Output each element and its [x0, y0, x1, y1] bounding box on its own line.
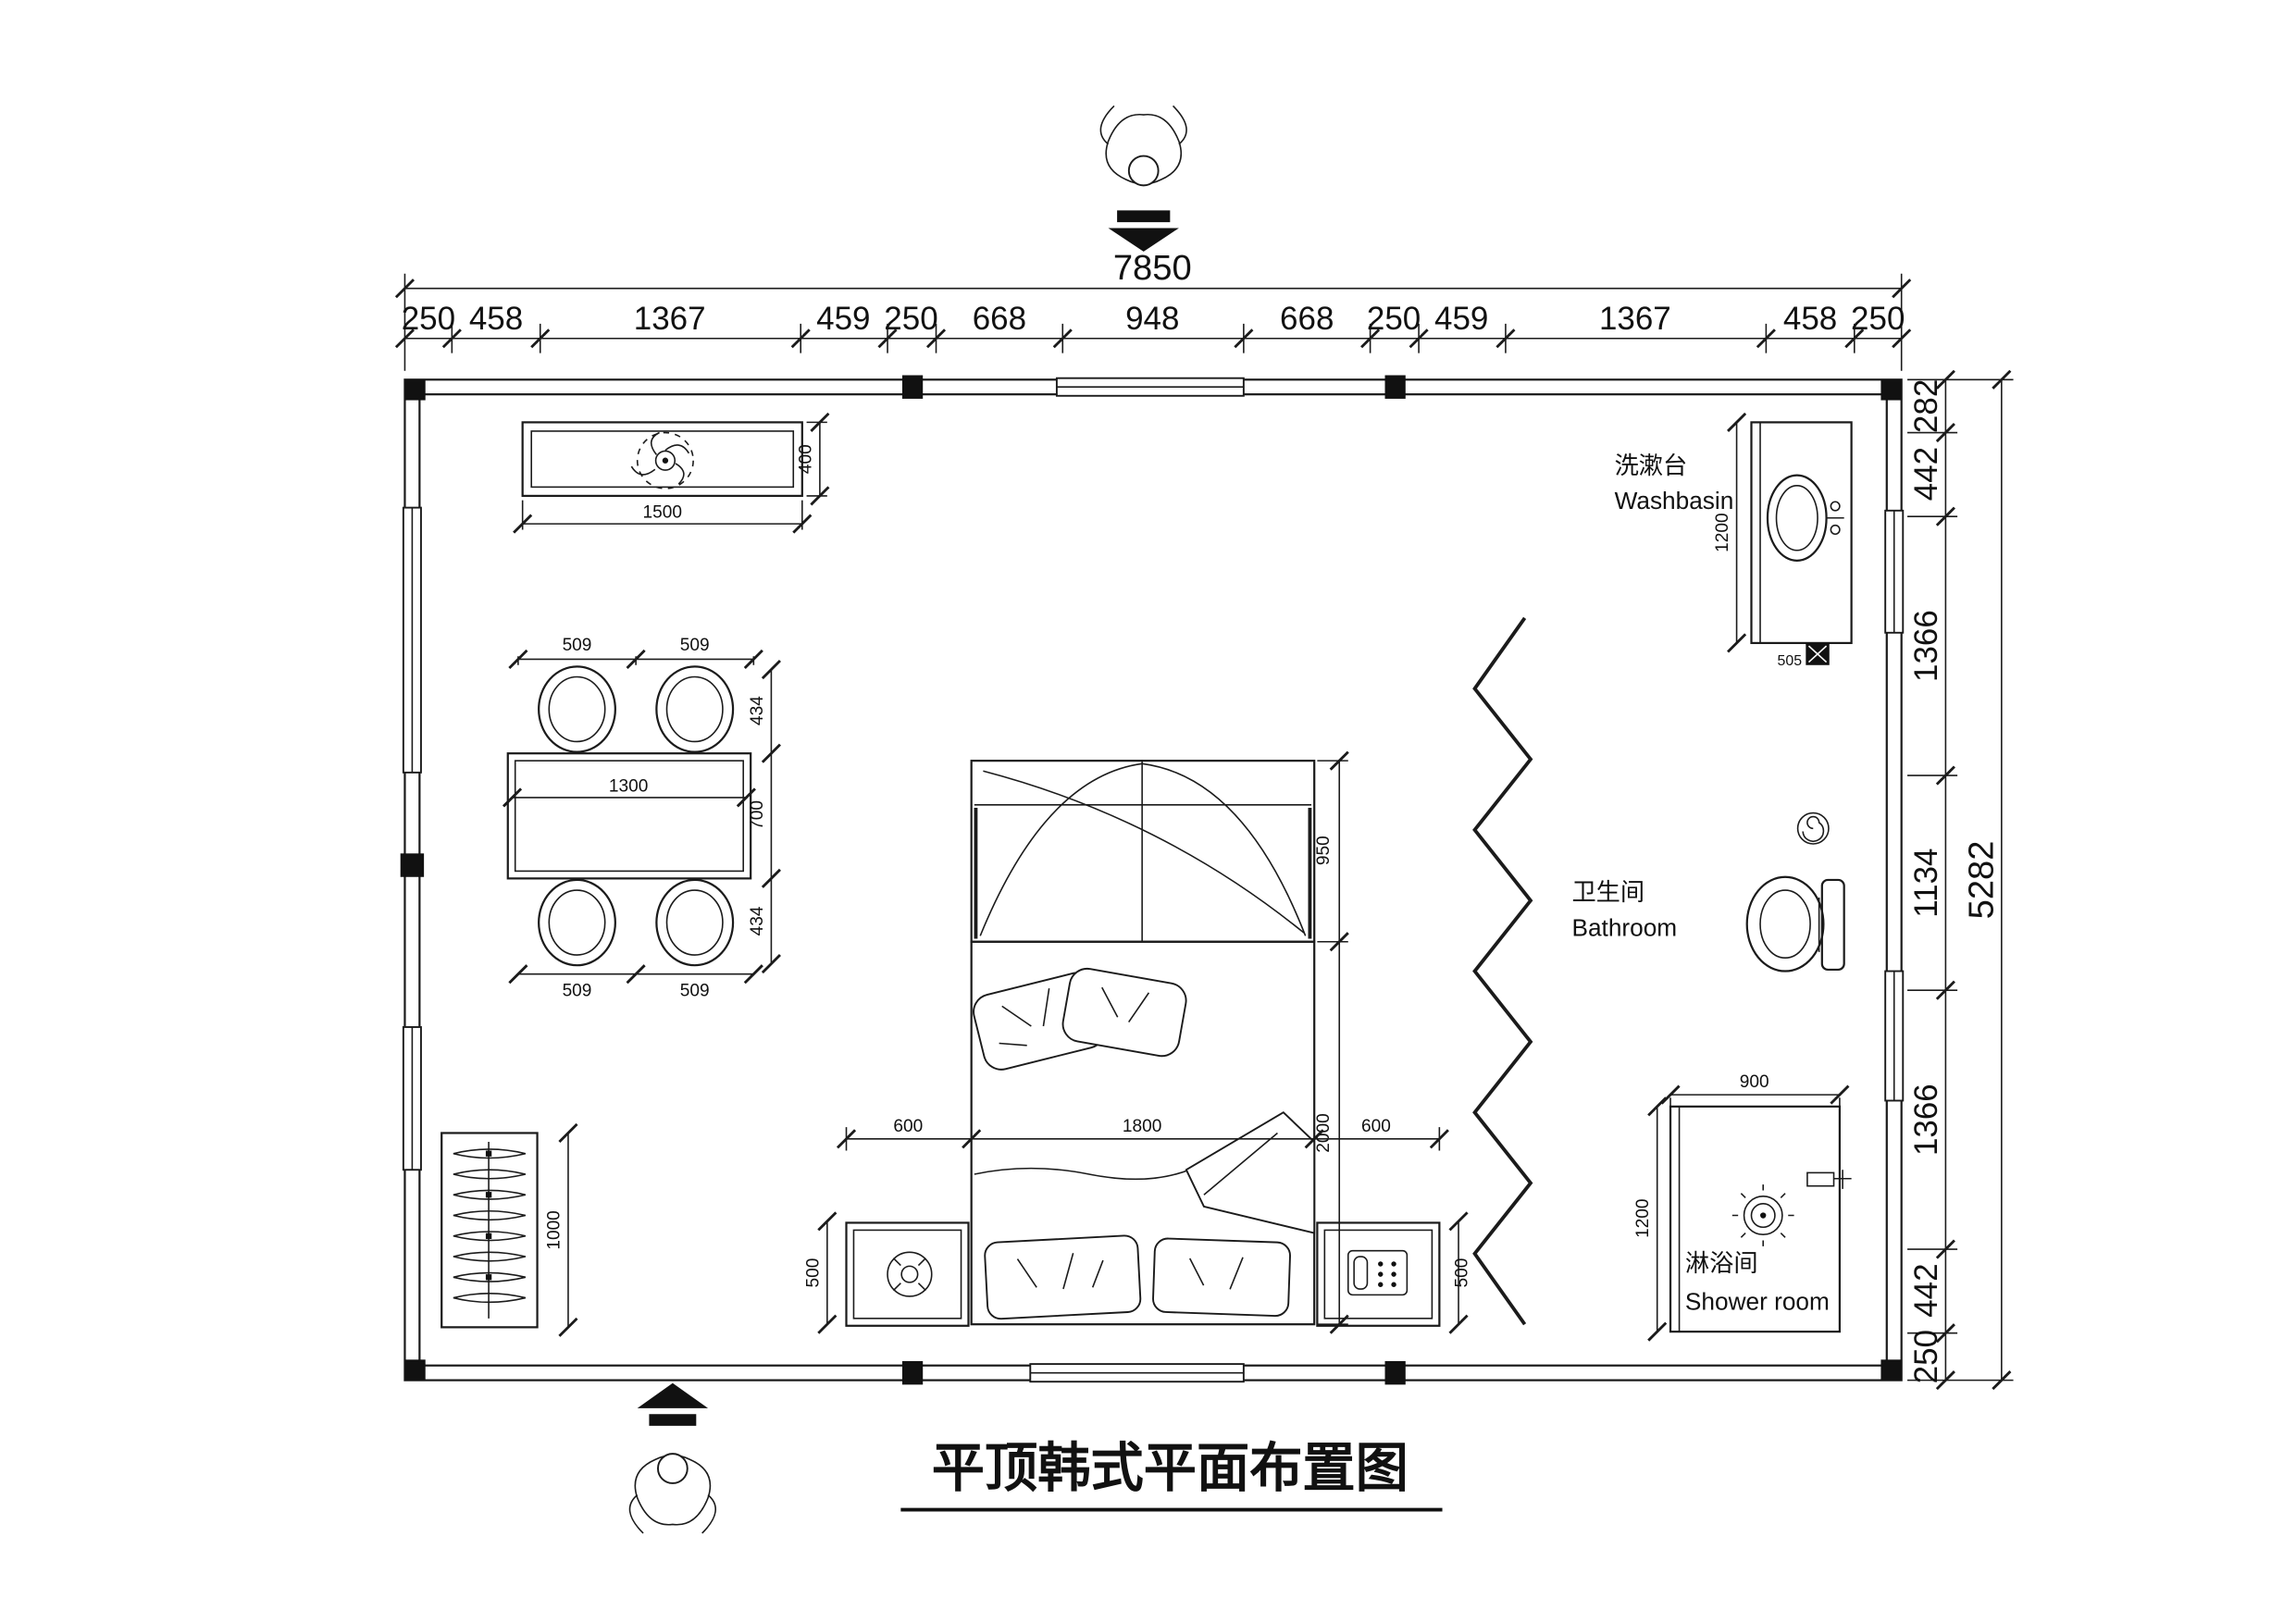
dim-top-segment: 668 — [1280, 301, 1334, 337]
door-opening-top — [1055, 377, 1245, 397]
tv-console: 1500 400 — [512, 412, 830, 535]
dining-chair — [655, 878, 735, 967]
washbasin-label-en: Washbasin — [1615, 487, 1734, 514]
shower-label-zh: 淋浴间 — [1685, 1249, 1758, 1277]
dim-right-segment: 1366 — [1908, 1084, 1944, 1156]
pillow-icon — [984, 1234, 1142, 1320]
sink-icon — [1766, 474, 1844, 562]
pillow-icon — [1152, 1237, 1291, 1318]
dim-dining-side: 434 — [748, 696, 767, 725]
columns — [400, 375, 1902, 1385]
dim-bed-canopy: 950 — [1314, 836, 1334, 865]
blanket-fold — [1185, 1111, 1316, 1234]
dim-bed-bottom: 600 — [1361, 1117, 1391, 1136]
door-opening-bottom — [1029, 1363, 1245, 1383]
window-right-upper — [1884, 509, 1905, 634]
dim-right-segment: 442 — [1908, 447, 1944, 501]
dim-tv-width: 1500 — [643, 503, 682, 523]
dim-washbasin-length: 1200 — [1713, 513, 1732, 551]
dim-washbasin-width: 505 — [1778, 653, 1803, 669]
dining-table — [506, 752, 752, 880]
dim-top-segment: 250 — [1367, 301, 1421, 337]
toilet-icon — [1745, 875, 1845, 973]
dim-bed-bottom: 1800 — [1123, 1117, 1161, 1136]
shower-area: 900 1200 淋浴间 Shower room — [1633, 1072, 1852, 1343]
ceiling-lamp-icon — [630, 431, 694, 489]
dim-top-segment: 250 — [1851, 301, 1905, 337]
dim-shower-length: 1200 — [1633, 1198, 1653, 1237]
dim-right-segment: 282 — [1908, 379, 1944, 433]
bed-body — [970, 940, 1316, 1326]
bathroom-label-en: Bathroom — [1571, 913, 1677, 941]
dim-right-segment: 442 — [1908, 1263, 1944, 1317]
dim-top-segment: 458 — [1783, 301, 1837, 337]
bed-canopy — [970, 760, 1316, 943]
dim-dining-side: 700 — [748, 800, 767, 830]
dimension-chain-top: 7850 250 458 1367 459 250 668 948 668 25… — [394, 248, 1912, 371]
washbasin-label-zh: 洗漱台 — [1615, 452, 1688, 479]
nightstand-left: 500 — [803, 1210, 970, 1335]
dim-tv-depth: 400 — [796, 444, 815, 474]
table-lamp-icon — [887, 1251, 933, 1297]
dim-top-segment: 459 — [816, 301, 870, 337]
canopy-bed: 950 2000 600 1800 600 — [836, 750, 1450, 1335]
dim-nightstand: 500 — [1453, 1258, 1472, 1288]
entry-arrow-up-icon — [637, 1382, 709, 1426]
shower-drain-icon — [1731, 1184, 1794, 1246]
dining-chair — [538, 665, 616, 753]
dim-chair: 509 — [680, 982, 710, 1001]
drain-box-icon — [1806, 642, 1830, 665]
dim-table-length: 1300 — [609, 777, 648, 797]
shower-label-en: Shower room — [1685, 1287, 1830, 1315]
dim-dining-side: 434 — [748, 906, 767, 935]
clothes-hangers — [453, 1148, 527, 1304]
dim-top-segment: 459 — [1434, 301, 1488, 337]
bathroom-label-zh: 卫生间 — [1571, 878, 1644, 906]
person-bottom-icon — [628, 1453, 716, 1534]
dim-nightstand: 500 — [803, 1258, 823, 1288]
dim-top-segment: 250 — [884, 301, 937, 337]
bathroom-area: 卫生间 Bathroom — [1571, 812, 1845, 973]
folding-partition — [1472, 616, 1533, 1326]
dining-set: 1300 509 509 509 509 434 700 434 — [502, 636, 782, 1001]
pillow-icon — [1061, 967, 1187, 1058]
washbasin-area: 1200 505 洗漱台 Washbasin — [1615, 412, 1853, 669]
floor-drain-icon — [1796, 812, 1830, 845]
window-right-lower — [1884, 970, 1905, 1102]
dim-right-segment: 250 — [1908, 1330, 1944, 1383]
dim-top-segment: 948 — [1125, 301, 1179, 337]
dim-top-total: 7850 — [1113, 248, 1192, 288]
dim-top-segment: 250 — [402, 301, 455, 337]
dim-bed-bottom: 600 — [893, 1117, 923, 1136]
dim-wardrobe: 1000 — [544, 1210, 564, 1249]
dim-right-total: 5282 — [1961, 840, 2001, 919]
dimension-chain-right: 282 442 1366 1134 1366 442 250 5282 — [1907, 369, 2014, 1391]
telephone-icon — [1347, 1249, 1409, 1296]
dim-bed-length: 2000 — [1314, 1113, 1334, 1152]
dim-chair: 509 — [680, 636, 710, 655]
nightstand-right: 500 — [1316, 1210, 1472, 1335]
dim-right-segment: 1134 — [1908, 849, 1944, 918]
dim-top-segment: 668 — [973, 301, 1026, 337]
dim-top-segment: 1367 — [634, 301, 706, 337]
wardrobe: 1000 — [441, 1122, 578, 1338]
window-left-lower — [402, 1026, 422, 1171]
dim-top-segment: 458 — [469, 301, 523, 337]
walls — [400, 375, 1905, 1385]
window-left-upper — [402, 506, 422, 774]
dim-top-segment: 1367 — [1599, 301, 1671, 337]
entry-arrow-down-icon — [1108, 210, 1179, 252]
dim-chair: 509 — [563, 982, 592, 1001]
dim-right-segment: 1366 — [1908, 610, 1944, 682]
dim-shower-width: 900 — [1740, 1072, 1769, 1092]
person-top-icon — [1099, 105, 1187, 187]
dim-chair: 509 — [563, 636, 592, 655]
dining-chair — [655, 665, 735, 753]
shower-head-icon — [1806, 1170, 1852, 1189]
dining-chair — [538, 878, 616, 967]
drawing-title: 平顶韩式平面布置图 — [932, 1439, 1409, 1498]
